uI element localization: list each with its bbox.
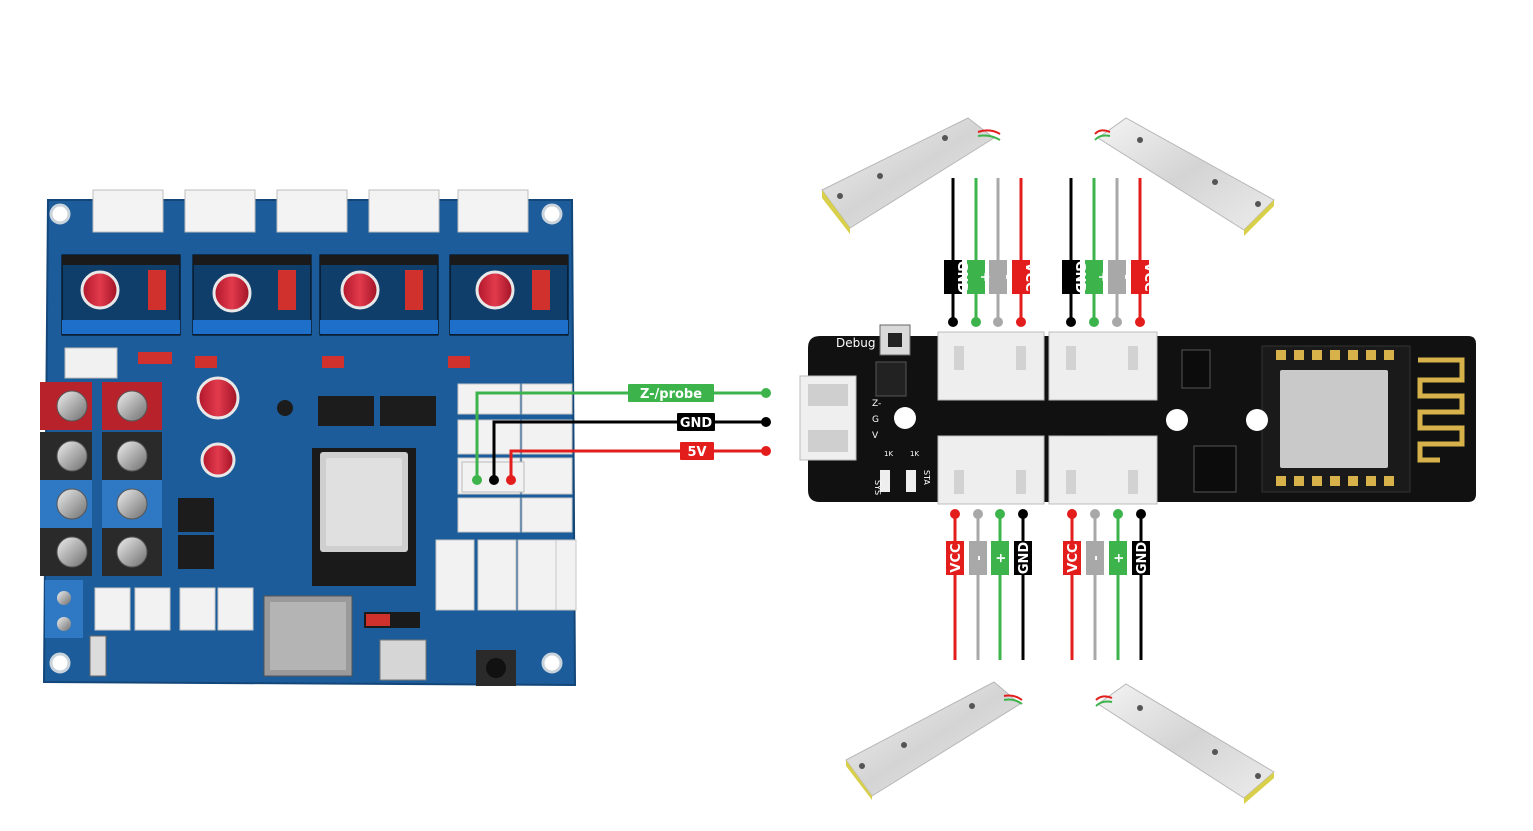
bottom-right-wire-labels: VCC - + GND (1063, 541, 1150, 575)
endstop-connectors (435, 383, 577, 611)
load-cell-bottom-left (845, 681, 1023, 800)
hx711-board: Debug Z- G V SYS STA 1K 1K (799, 324, 1476, 505)
tl-gnd-label: GND (954, 261, 969, 294)
probe-label-text: Z-/probe (640, 387, 702, 402)
bottom-right-loadcell-wires (1067, 509, 1146, 660)
gnd-label-text: GND (680, 416, 713, 431)
br-plus-label: + (1112, 553, 1127, 564)
debug-label: Debug (836, 336, 875, 350)
tl-minus-label: - (999, 274, 1014, 279)
capacitors (80, 270, 515, 478)
bl-minus-label: - (972, 555, 987, 560)
bl-gnd-label: GND (1017, 542, 1032, 575)
br-gnd-label: GND (1135, 542, 1150, 575)
probe-wire-label: Z-/probe (628, 384, 714, 402)
top-right-loadcell-wires (1066, 178, 1145, 327)
top-right-wire-labels: GND + - VCC (1062, 260, 1156, 294)
bl-plus-label: + (994, 553, 1009, 564)
load-cell-top-right (1094, 117, 1275, 236)
controller-board (40, 189, 577, 687)
tl-vcc-label: VCC (1022, 262, 1037, 291)
sys-led-label: SYS (873, 480, 882, 495)
gnd-wire-label: GND (677, 413, 715, 431)
bl-vcc-label: VCC (949, 543, 964, 572)
load-cell-top-left (821, 117, 1001, 234)
br-vcc-label: VCC (1066, 543, 1081, 572)
res-label-1: 1K (884, 450, 893, 458)
tr-minus-label: - (1118, 274, 1133, 279)
motor-connectors (92, 189, 529, 233)
top-left-wire-labels: GND + - VCC (944, 260, 1037, 294)
sta-led-label: STA (922, 470, 931, 485)
tl-plus-label: + (977, 272, 992, 283)
5v-wire-label: 5V (680, 442, 714, 460)
bottom-left-wire-labels: VCC - + GND (946, 541, 1032, 575)
tr-vcc-label: VCC (1141, 262, 1156, 291)
load-cell-bottom-right (1095, 683, 1275, 804)
res-label-2: 1K (910, 450, 919, 458)
pin-z-label: Z- (872, 399, 881, 409)
pin-v-label: V (872, 431, 879, 441)
tr-gnd-label: GND (1072, 261, 1087, 294)
bottom-left-loadcell-wires (950, 509, 1028, 660)
br-minus-label: - (1089, 555, 1104, 560)
power-terminals (40, 382, 162, 638)
esp32-module (312, 448, 416, 586)
ic-chips (178, 396, 436, 569)
tr-plus-label: + (1095, 272, 1110, 283)
5v-label-text: 5V (687, 445, 706, 460)
pin-g-label: G (872, 415, 879, 425)
top-left-loadcell-wires (948, 178, 1026, 327)
